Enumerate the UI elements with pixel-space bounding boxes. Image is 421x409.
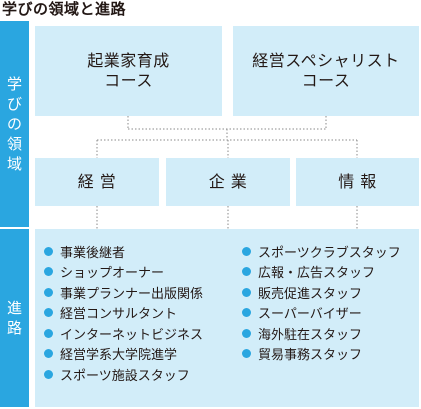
field-box-information: 情 報 xyxy=(296,158,419,206)
side-char: 路 xyxy=(6,319,22,337)
bullet-icon xyxy=(242,246,251,256)
career-label: スポーツクラブスタッフ xyxy=(258,245,401,261)
career-label: 事業プランナー出版関係 xyxy=(60,286,204,302)
bullet-icon xyxy=(242,308,251,318)
career-label: 経営コンサルタント xyxy=(60,307,178,323)
bullet-icon xyxy=(242,328,251,338)
course-name: 経営スペシャリスト xyxy=(252,51,400,70)
career-label: 販売促進スタッフ xyxy=(258,286,363,302)
bullet-icon xyxy=(44,246,53,256)
field-box-management: 経 営 xyxy=(35,158,159,206)
side-char: 進 xyxy=(6,299,22,317)
career-item: 事業後継者 xyxy=(44,241,203,262)
career-label: 貿易事務スタッフ xyxy=(258,348,363,364)
career-item: ショップオーナー xyxy=(44,262,203,283)
diagram-title: 学びの領域と進路 xyxy=(2,0,127,18)
bullet-icon xyxy=(44,328,53,338)
career-label: 海外駐在スタッフ xyxy=(258,327,363,343)
side-char: び xyxy=(6,95,22,113)
bullet-icon xyxy=(44,349,53,359)
side-label-study-areas: 学 び の 領 域 xyxy=(0,21,29,227)
bullet-icon xyxy=(44,308,53,318)
side-char: の xyxy=(6,115,22,133)
career-item: スポーツクラブスタッフ xyxy=(242,241,401,262)
course-box-management-specialist: 経営スペシャリスト コース xyxy=(233,26,419,116)
bullet-icon xyxy=(242,287,251,297)
career-label: インターネットビジネス xyxy=(60,327,204,343)
career-label: 広報・広告スタッフ xyxy=(258,266,376,282)
bullet-icon xyxy=(44,267,53,277)
side-char: 領 xyxy=(6,135,22,153)
bullet-icon xyxy=(44,287,53,297)
side-char: 学 xyxy=(6,75,22,93)
career-list-left: 事業後継者 ショップオーナー 事業プランナー出版関係 経営コンサルタント インタ… xyxy=(44,241,203,385)
side-char: 域 xyxy=(6,155,22,173)
career-item: 貿易事務スタッフ xyxy=(242,344,401,365)
course-suffix: コース xyxy=(301,71,351,90)
career-item: スポーツ施設スタッフ xyxy=(44,364,203,385)
career-item: 海外駐在スタッフ xyxy=(242,323,401,344)
career-item: スーパーバイザー xyxy=(242,303,401,324)
career-label: ショップオーナー xyxy=(60,266,165,282)
career-label: スポーツ施設スタッフ xyxy=(60,368,190,384)
course-box-entrepreneur: 起業家育成 コース xyxy=(35,26,222,116)
career-item: 広報・広告スタッフ xyxy=(242,262,401,283)
course-suffix: コース xyxy=(104,71,153,90)
career-item: インターネットビジネス xyxy=(44,323,203,344)
career-list-right: スポーツクラブスタッフ 広報・広告スタッフ 販売促進スタッフ スーパーバイザー … xyxy=(242,241,401,364)
career-item: 経営学系大学院進学 xyxy=(44,344,203,365)
career-label: 経営学系大学院進学 xyxy=(60,348,178,364)
course-name: 起業家育成 xyxy=(87,51,170,70)
bullet-icon xyxy=(242,349,251,359)
career-item: 販売促進スタッフ xyxy=(242,282,401,303)
bullet-icon xyxy=(242,267,251,277)
side-label-careers: 進 路 xyxy=(0,229,29,407)
career-label: 事業後継者 xyxy=(60,245,126,261)
career-item: 事業プランナー出版関係 xyxy=(44,282,203,303)
bullet-icon xyxy=(44,369,53,379)
field-box-business: 企 業 xyxy=(166,158,290,206)
career-panel: 事業後継者 ショップオーナー 事業プランナー出版関係 経営コンサルタント インタ… xyxy=(35,229,419,407)
career-item: 経営コンサルタント xyxy=(44,303,203,324)
career-label: スーパーバイザー xyxy=(258,307,362,323)
